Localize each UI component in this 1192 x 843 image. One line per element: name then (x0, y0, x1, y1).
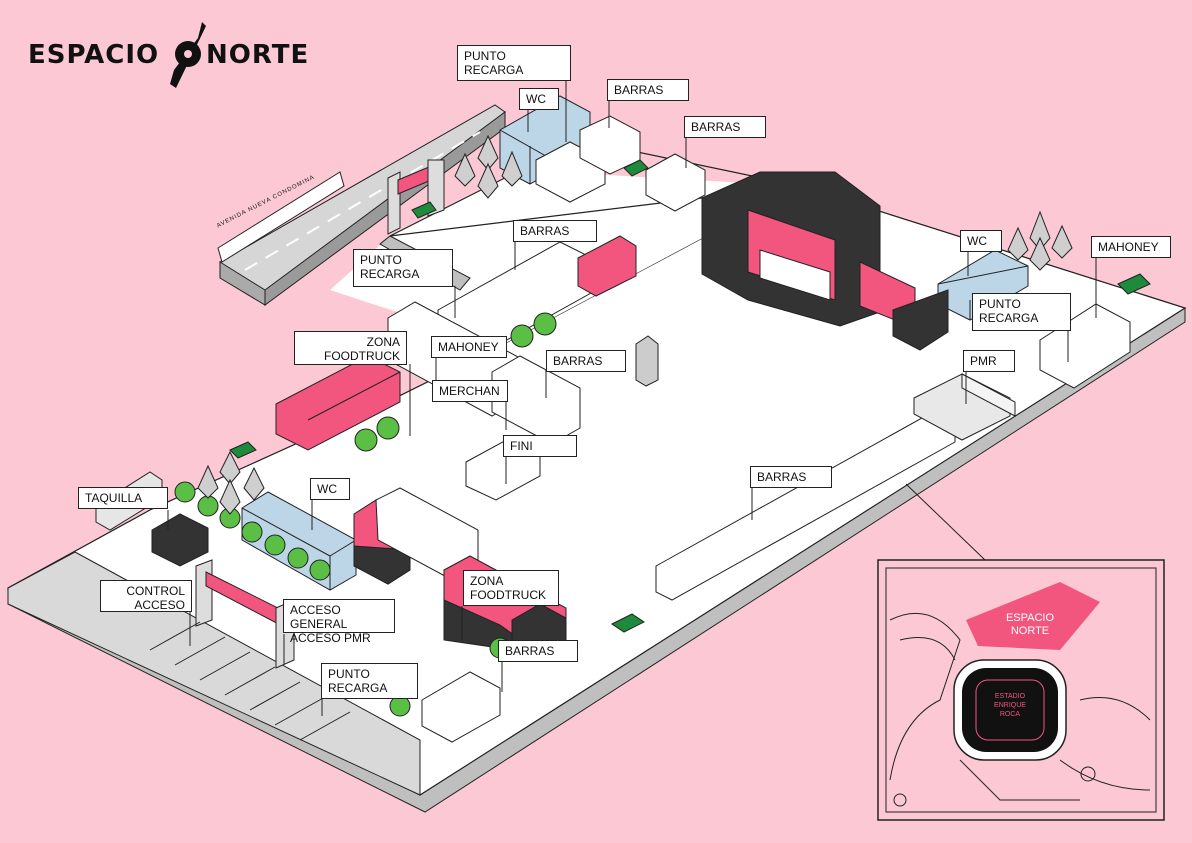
ground-platform (7, 139, 1187, 813)
label-wc-top: WC (519, 88, 559, 110)
label-zona-foodtruck-2: ZONA FOODTRUCK (463, 570, 559, 606)
label-punto-recarga-bottom: PUNTO RECARGA (321, 663, 418, 699)
logo-text-left: ESPACIO (28, 40, 160, 70)
tower (635, 335, 659, 387)
main-stage (701, 171, 949, 351)
label-fini: FINI (503, 435, 577, 457)
label-zona-foodtruck-1: ZONA FOODTRUCK (294, 331, 407, 365)
label-wc-right: WC (960, 230, 1002, 252)
label-punto-recarga-mid: PUNTO RECARGA (353, 249, 453, 287)
inset-stadium-label: ESTADIO ENRIQUE ROCA (994, 693, 1026, 718)
location-inset (877, 559, 1165, 821)
inset-venue-label: ESPACIO NORTE (1005, 612, 1055, 637)
label-barras-top2: BARRAS (684, 116, 766, 138)
queue-lanes (149, 621, 351, 741)
label-barras-top1: BARRAS (607, 79, 689, 101)
label-mahoney-right: MAHONEY (1091, 236, 1171, 258)
label-barras-mid: BARRAS (513, 220, 597, 242)
label-barras-bottom: BARRAS (498, 640, 578, 662)
logo-mark (170, 22, 206, 88)
trees (174, 312, 557, 717)
exit-markers (229, 159, 1151, 633)
label-merchan: MERCHAN (432, 380, 508, 402)
label-punto-recarga-right: PUNTO RECARGA (972, 293, 1071, 331)
pmr-ramp (961, 373, 1016, 417)
entrance-gate-top (387, 159, 445, 235)
pine-trees (197, 134, 1073, 515)
label-pmr: PMR (963, 350, 1015, 372)
label-barras-long: BARRAS (750, 466, 832, 488)
label-acceso-general: ACCESO GENERAL ACCESO PMR (283, 599, 395, 645)
label-taquilla: TAQUILLA (78, 487, 168, 509)
label-barras-center: BARRAS (546, 350, 626, 372)
leader-lines (167, 72, 1097, 716)
label-punto-recarga-top: PUNTO RECARGA (457, 45, 571, 81)
label-wc-bottom: WC (310, 478, 350, 500)
label-mahoney-mid: MAHONEY (431, 336, 507, 358)
logo-text-right: NORTE (206, 40, 310, 70)
label-control-acceso: CONTROL ACCESO (100, 580, 192, 612)
